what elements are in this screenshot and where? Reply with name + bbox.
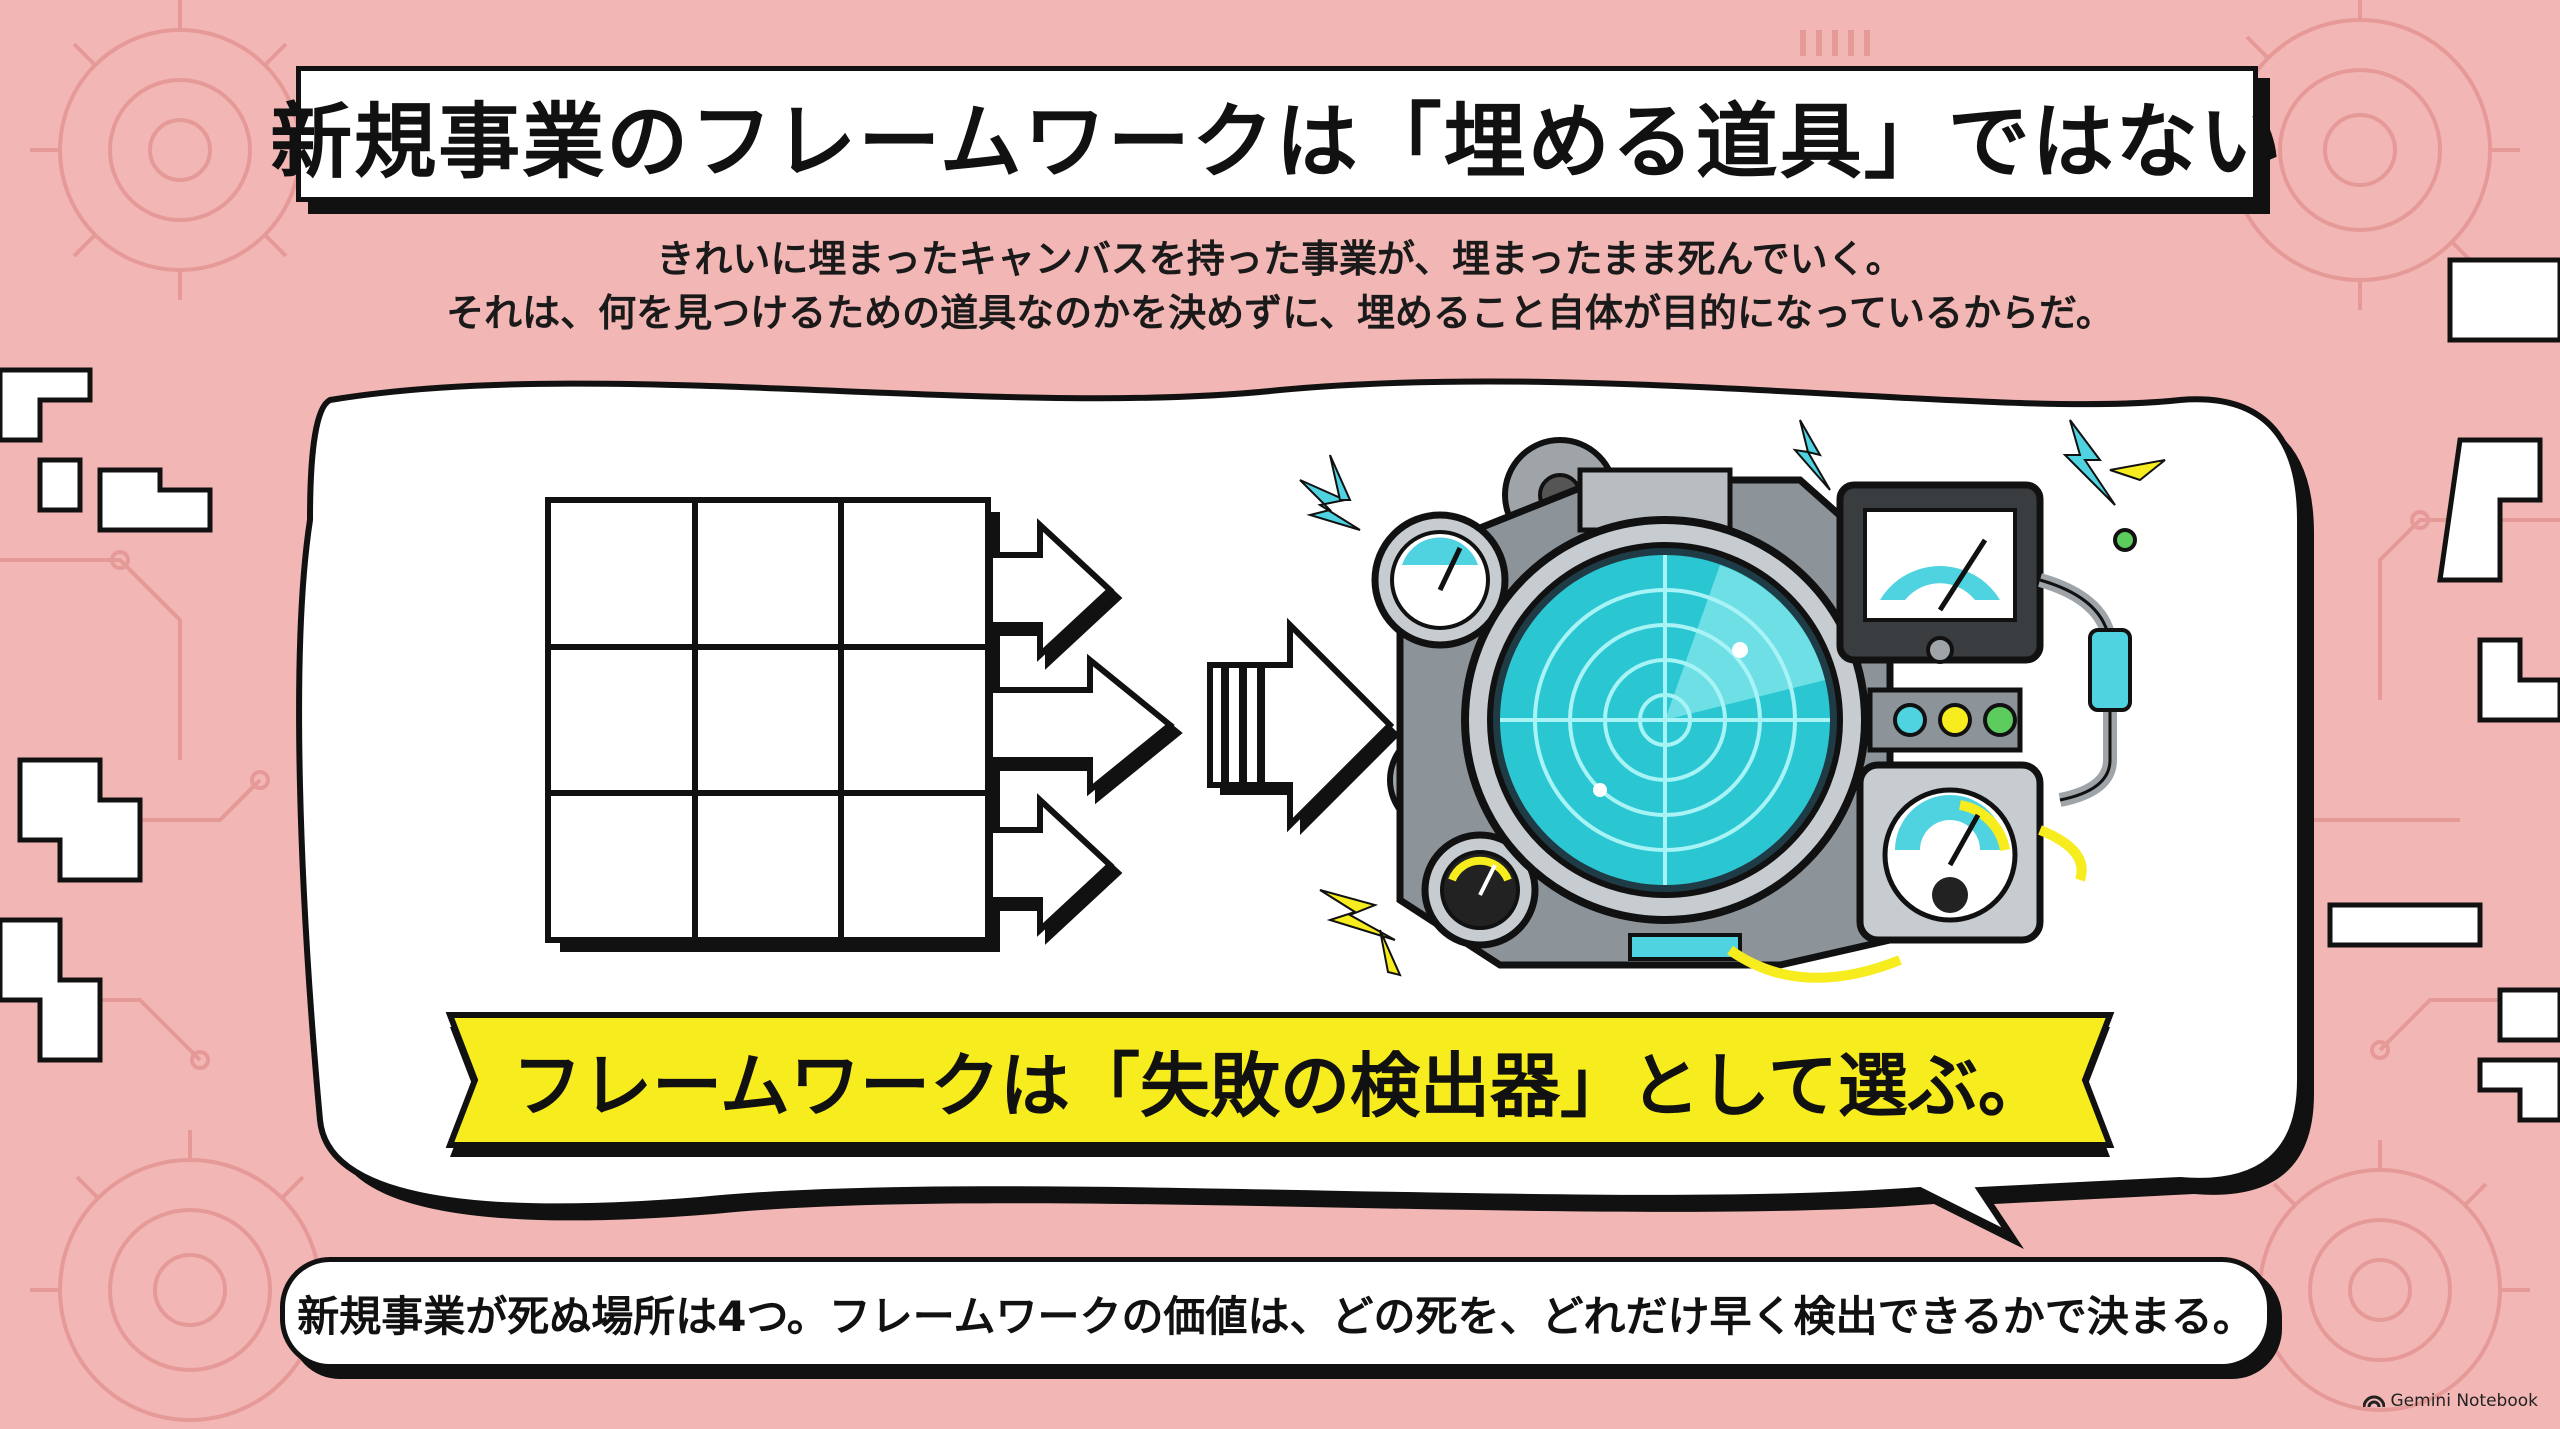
lightning-icon [1299,419,2116,531]
brand-watermark: Gemini Notebook [2362,1391,2539,1411]
title-box: 新規事業のフレームワークは「埋める道具」ではない [270,66,2282,202]
gauge-icon [1371,511,1509,649]
gauge-icon [1836,481,2044,664]
notebook-logo-icon [2362,1395,2385,1408]
grid-icon [545,497,1000,952]
subtitle-line-2: それは、何を見つけるための道具なのかを決めずに、埋めること自体が目的になっている… [446,291,2114,335]
bottom-note-box: 新規事業が死ぬ場所は4つ。フレームワークの価値は、どの死を、どれだけ早く検出でき… [280,1257,2272,1369]
gauge-icon [1856,761,2044,944]
radar-machine-icon [1299,419,2166,983]
gauge-icon [1421,831,1539,949]
brand-label: Gemini Notebook [2390,1391,2539,1411]
subtitle: きれいに埋まったキャンバスを持った事業が、埋まったまま死んでいく。 それは、何を… [0,232,2560,340]
arrow-icon [1207,617,1400,835]
bottom-note: 新規事業が死ぬ場所は4つ。フレームワークの価値は、どの死を、どれだけ早く検出でき… [297,1291,2255,1341]
banner-text: フレームワークは「失敗の検出器」として選ぶ。 [512,1044,2048,1127]
lightning-icon [1319,459,2166,977]
page-title: 新規事業のフレームワークは「埋める道具」ではない [270,94,2284,190]
banner-ribbon [445,1012,2115,1157]
arrow-icon [987,518,1183,945]
subtitle-line-1: きれいに埋まったキャンバスを持った事業が、埋まったまま死んでいく。 [656,237,1904,281]
